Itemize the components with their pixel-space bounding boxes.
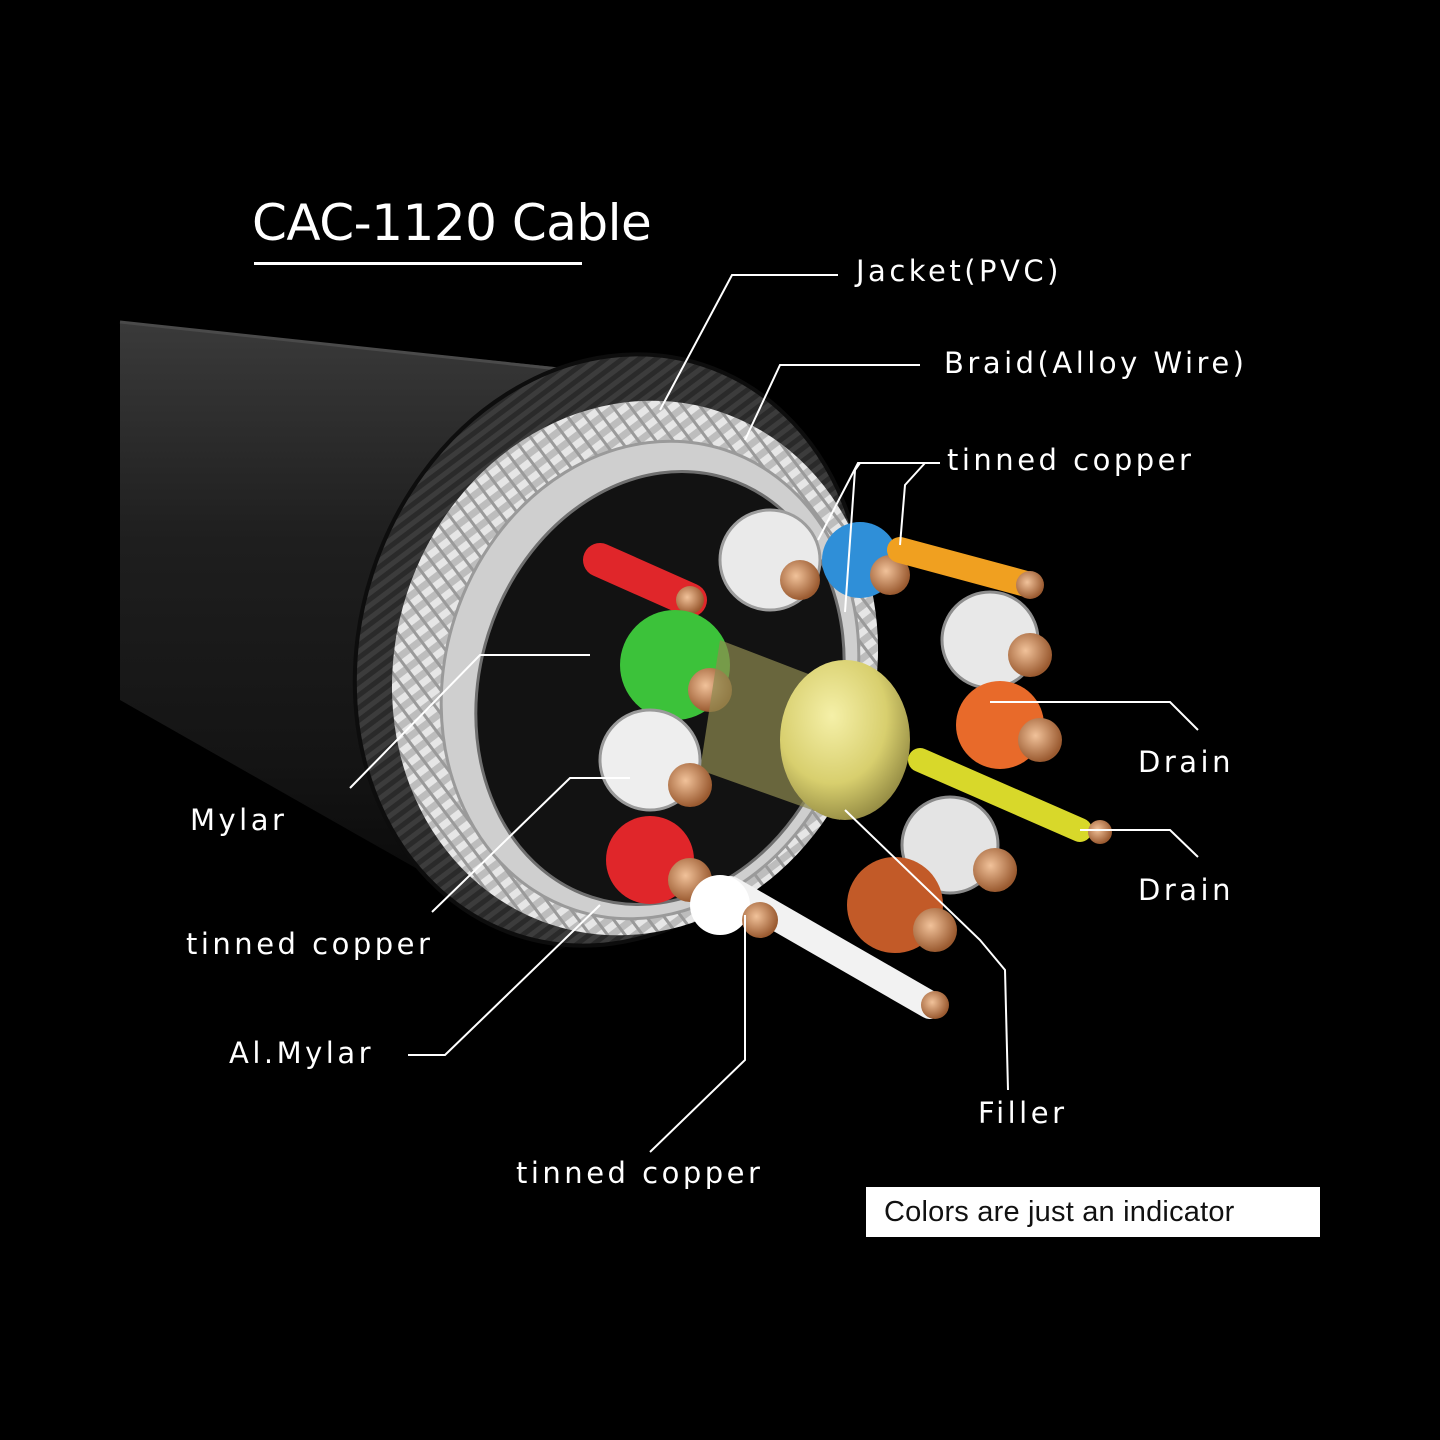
color-note-box: Colors are just an indicator [866,1187,1320,1237]
pair-white-top [718,508,822,612]
leader-jacket [659,274,838,411]
color-note-text: Colors are just an indicator [884,1195,1235,1228]
wire-white-lower [690,875,949,1019]
pair-white-left [598,708,712,812]
label-tinned-copper-top: tinned copper [947,443,1195,477]
label-mylar: Mylar [190,803,288,837]
leader-mylar [349,654,590,789]
wire-yellow-drain [908,748,1112,844]
pair-white-right [940,590,1052,690]
leader-drain-upper [990,701,1199,731]
leader-lines [349,274,1199,1153]
leader-tinned-copper-top [817,462,940,541]
leader-al-mylar [408,904,601,1056]
leader-tinned-copper-left [431,777,630,913]
label-al-mylar: Al.Mylar [229,1036,375,1070]
leader-tinned-copper-bottom [649,915,746,1153]
leader-filler [844,809,1009,1091]
label-drain-lower: Drain [1138,873,1234,907]
label-drain-upper: Drain [1138,745,1234,779]
label-filler: Filler [978,1096,1068,1130]
leader-braid [744,364,920,441]
filler-core [700,640,910,820]
diagram-title: CAC-1120 Cable [252,194,652,252]
leader-drain-lower [1080,829,1199,858]
label-tinned-copper-bottom: tinned copper [516,1156,764,1190]
label-jacket: Jacket(PVC) [856,254,1062,288]
wire-blue [822,522,910,598]
label-tinned-copper-left: tinned copper [186,927,434,961]
wire-red-top [583,543,707,617]
wire-orange-top [887,537,1044,599]
wire-orange-right [956,681,1062,769]
title-underline [254,262,582,265]
label-braid: Braid(Alloy Wire) [944,346,1248,380]
